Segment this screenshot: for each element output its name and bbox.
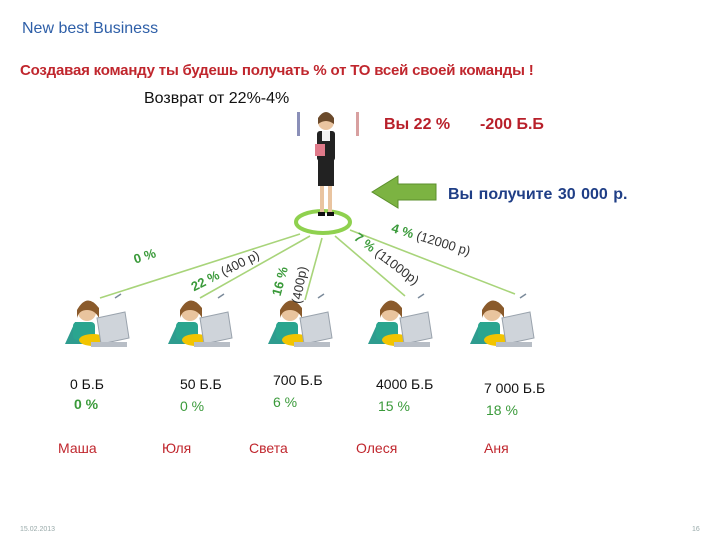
woman-laptop-icon <box>470 293 535 347</box>
member-points: 4000 Б.Б <box>376 376 434 392</box>
arrow-left-icon <box>371 175 437 209</box>
you-points: -200 Б.Б <box>480 116 544 133</box>
decor-bar-left <box>297 112 300 136</box>
receive-label: Вы получите 30 000 р. <box>448 186 628 203</box>
member-name: Юля <box>162 440 192 456</box>
member-share: 0 % <box>180 398 205 414</box>
woman-laptop-icon <box>65 293 130 347</box>
link-anya <box>349 229 516 295</box>
footer-page-number: 16 <box>692 526 700 533</box>
link-yulia <box>199 235 311 299</box>
members-art <box>65 293 535 347</box>
member-share: 15 % <box>378 398 410 414</box>
member-name: Аня <box>484 440 509 456</box>
woman-laptop-icon <box>368 293 433 347</box>
headline: Создавая команду ты будешь получать % от… <box>20 62 534 79</box>
return-note: Возврат от 22%-4% <box>144 90 290 107</box>
decor-bar-right <box>356 112 359 136</box>
brand-title: New best Business <box>22 20 159 37</box>
member-points: 0 Б.Б <box>70 376 104 392</box>
footer-date: 15.02.2013 <box>20 526 56 533</box>
link-olesya <box>334 235 406 297</box>
link-masha <box>99 233 301 299</box>
link-sveta <box>304 237 323 301</box>
member-points: 700 Б.Б <box>273 372 323 388</box>
member-share: 18 % <box>486 402 518 418</box>
member-name: Света <box>249 440 288 456</box>
woman-laptop-icon <box>268 293 333 347</box>
member-points: 7 000 Б.Б <box>484 380 546 396</box>
woman-laptop-icon <box>168 293 233 347</box>
member-share: 6 % <box>273 394 298 410</box>
member-points: 50 Б.Б <box>180 376 222 392</box>
member-share: 0 % <box>74 396 99 412</box>
member-name: Олеся <box>356 440 398 456</box>
leader-figure-icon <box>315 112 335 216</box>
you-percent: Вы 22 % <box>384 116 451 133</box>
member-name: Маша <box>58 440 97 456</box>
team-links <box>99 229 516 301</box>
